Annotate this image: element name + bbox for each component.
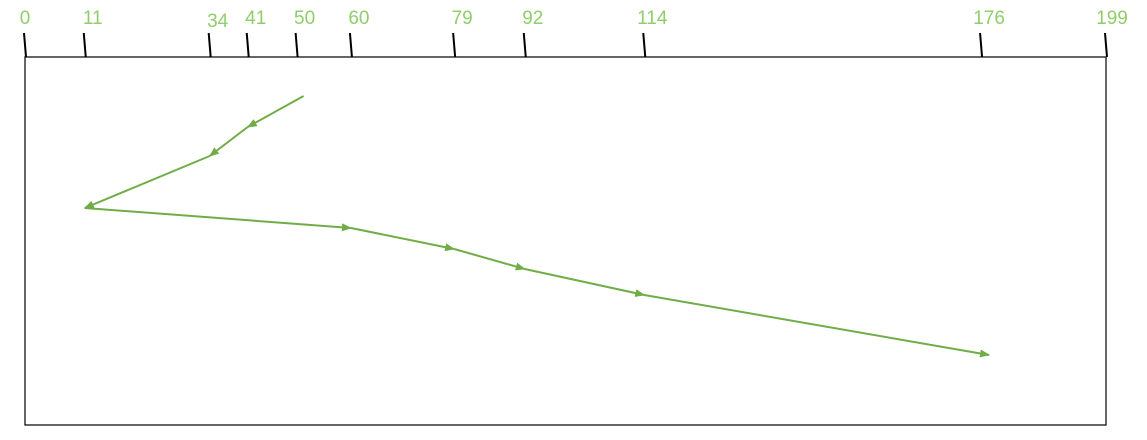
- axis-tick: [245, 32, 250, 58]
- axis-tick: [23, 32, 27, 58]
- axis-labels: 0 11 34 41 50 60 79 92 114 176 199: [20, 8, 1128, 32]
- axis-tick-label: 0: [20, 8, 31, 29]
- seek-segment: [246, 95, 305, 128]
- axis-tick-label: 60: [348, 8, 369, 29]
- axis-tick: [82, 32, 87, 58]
- axis-tick-label: 50: [294, 8, 315, 29]
- seek-path: [83, 95, 991, 358]
- axis-tick-label: 92: [522, 8, 543, 29]
- axis-tick-label: 34: [207, 11, 229, 32]
- axis-tick: [642, 32, 647, 58]
- seek-segment: [524, 268, 646, 297]
- seek-segment: [83, 155, 211, 209]
- axis-tick-label: 199: [1096, 8, 1128, 29]
- axis-tick: [207, 32, 212, 58]
- axis-ticks: [23, 32, 1108, 58]
- seek-segment: [208, 126, 249, 157]
- axis-tick: [452, 32, 457, 58]
- axis-tick: [522, 32, 527, 58]
- axis-tick: [979, 32, 984, 58]
- axis-tick-label: 41: [245, 8, 266, 29]
- axis-tick-label: 79: [452, 8, 473, 29]
- seek-segment: [84, 207, 352, 232]
- diagram-frame: [24, 56, 1107, 426]
- axis-tick: [294, 32, 299, 58]
- axis-tick: [348, 32, 353, 58]
- axis-tick-label: 11: [83, 8, 103, 29]
- axis-tick-label: 114: [637, 8, 668, 29]
- seek-segment: [644, 294, 991, 358]
- seek-segment: [350, 227, 456, 252]
- axis-tick-label: 176: [973, 8, 1005, 29]
- axis-tick: [1104, 32, 1108, 58]
- seek-segment: [453, 248, 526, 271]
